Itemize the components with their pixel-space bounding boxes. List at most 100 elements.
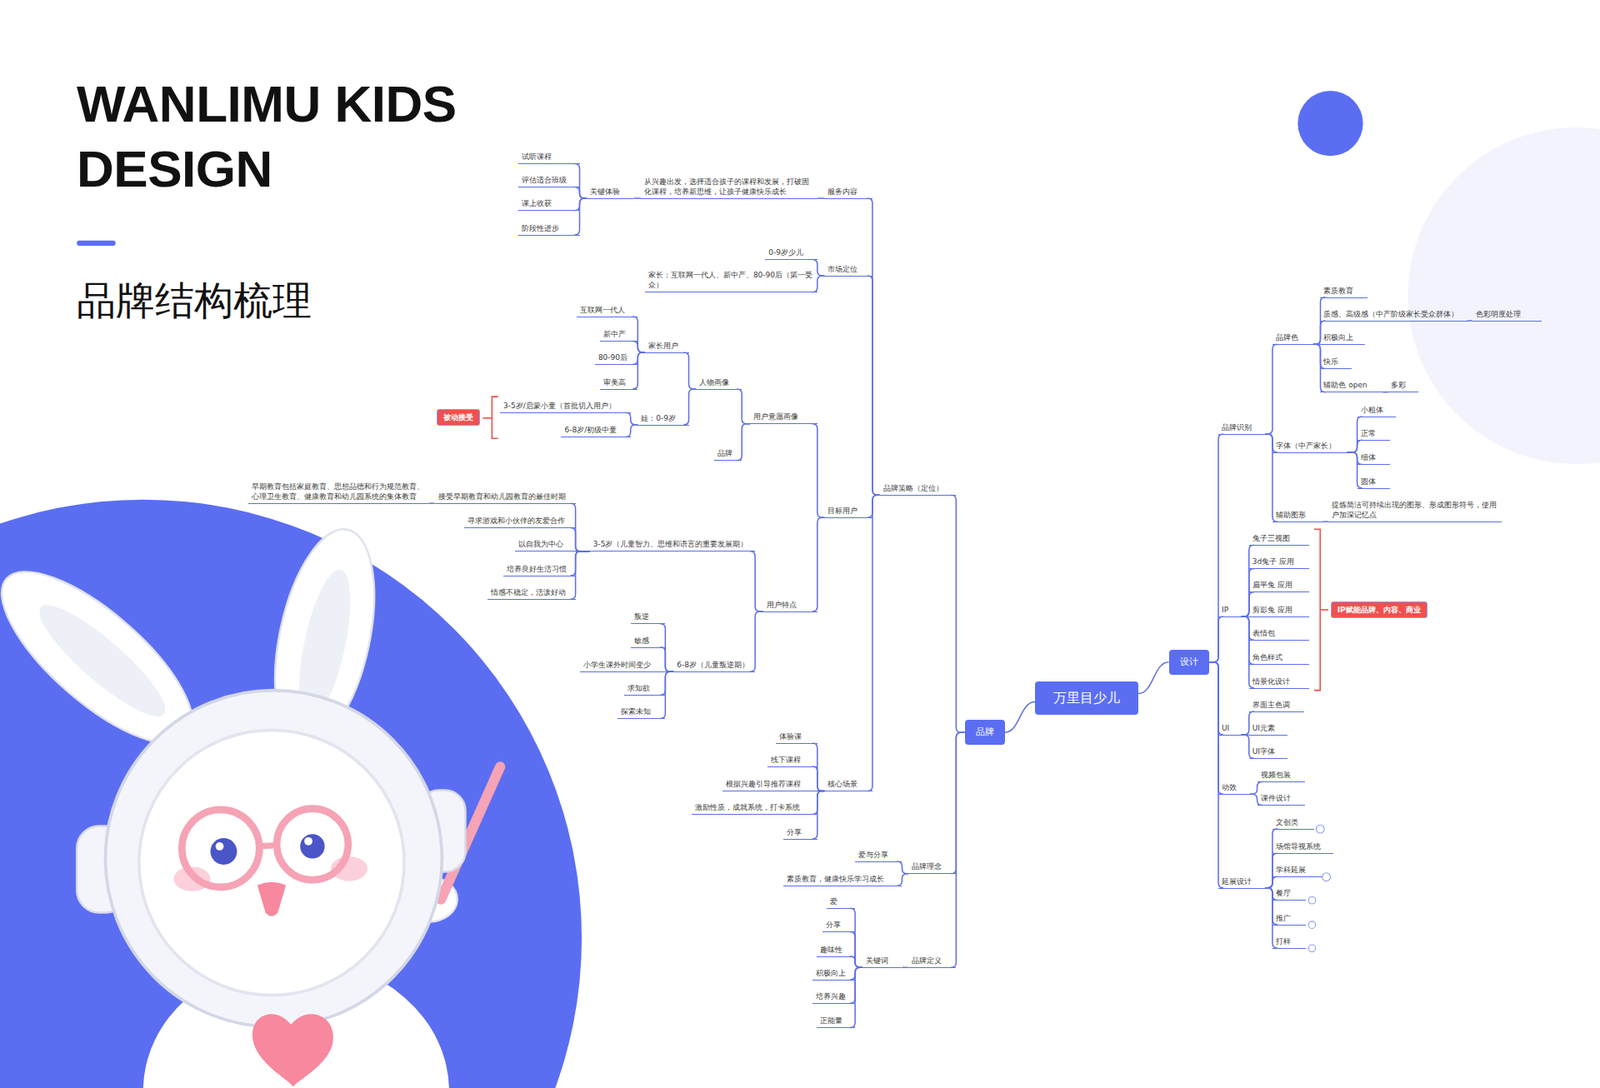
topic-text: 体验课 (779, 732, 802, 741)
branch-connector (950, 732, 965, 968)
rabbit-illustration-part (181, 810, 260, 888)
topic-node: 品牌 (714, 448, 742, 461)
topic-text: 趣味性 (820, 945, 843, 955)
topic-text: 小粗体 (1360, 405, 1384, 415)
branch-connector (1265, 888, 1278, 949)
topic-text: 餐厅 (1275, 889, 1291, 898)
topic-text: 品牌色 (1275, 333, 1299, 342)
topic-text: 品牌 (717, 449, 733, 458)
branch-connector (1265, 876, 1278, 888)
topic-text: 圆体 (1360, 477, 1376, 486)
topic-node: 关键词 (862, 955, 903, 969)
count-badge-part (1308, 921, 1316, 930)
topic-text: 学科延展 (1275, 865, 1306, 875)
topic-text: 爱 (830, 897, 838, 906)
topic-node: 阶段性进步 (518, 223, 580, 236)
branch-connector (1265, 829, 1278, 889)
branch-connector (570, 528, 590, 552)
topic-text: 敏感 (634, 636, 650, 645)
branch-connector (850, 967, 863, 1004)
topic-node: 课件设计 (1257, 793, 1306, 806)
topic-text: IP (1221, 605, 1229, 615)
topic-node: 分享 (783, 827, 817, 840)
branch-connector (867, 495, 880, 518)
branch-connector (1313, 320, 1326, 345)
topic-node: 人物画像 (695, 377, 742, 390)
rabbit-illustration-part (300, 834, 325, 859)
branch-connector (812, 259, 825, 276)
rabbit-illustration-part (215, 842, 225, 851)
topic-text: 品牌理念 (911, 862, 942, 871)
branch-connector (633, 197, 641, 200)
topic-text: IP赋能品牌、内容、商业 (1337, 605, 1421, 615)
topic-text: 积极向上 (1323, 333, 1354, 342)
topic-node: 求知欲 (624, 683, 665, 696)
rabbit-illustration-part (27, 591, 178, 730)
topic-node: 正能量 (816, 1015, 856, 1029)
branch-connector (684, 352, 697, 390)
topic-text: 色彩明度处理 (1475, 310, 1521, 319)
topic-text: 早期教育包括家庭教育、思想品德和行为规范教育、心理卫生教育、健康教育和幼儿园系统… (251, 482, 425, 501)
branch-connector (1265, 434, 1278, 522)
branch-connector (750, 551, 764, 612)
topic-node: 兔子三视图 (1249, 533, 1310, 546)
subtitle-label: 品牌结构梳理 (76, 277, 312, 325)
branch-connector (812, 275, 825, 293)
topic-text: 以自我为中心 (518, 540, 564, 549)
topic-text: 人物画像 (699, 378, 730, 387)
topic-text: 求知欲 (627, 684, 650, 693)
branch-connector (1005, 702, 1035, 734)
branch-connector (1250, 794, 1263, 805)
topic-node: 从兴趣出发，选择适合孩子的课程和发展，打破固化课程，培养新思维，让孩子健康快乐成… (640, 176, 818, 200)
branch-connector (896, 861, 908, 875)
topic-text: 积极向上 (815, 969, 846, 978)
count-badge-part (1308, 945, 1316, 953)
callout-tag: IP赋能品牌、内容、商业 (1330, 601, 1428, 619)
topic-text: 目标用户 (827, 506, 858, 515)
branch-connector (1209, 616, 1225, 663)
topic-node: 3-5岁（儿童智力、思维和语言的重要发展期） (590, 539, 755, 552)
topic-text: 爱与分享 (858, 850, 889, 860)
topic-text: 正常 (1360, 429, 1376, 438)
center-topic: 万里目少儿 (1035, 681, 1139, 715)
background-shapes-part (1407, 127, 1600, 465)
topic-text: 用户意愿画像 (753, 412, 799, 421)
topic-text: 小学生课外时间变少 (583, 660, 651, 670)
topic-node: 6-8岁/初级中童 (560, 425, 630, 438)
topic-node: 字体（中产家长） (1272, 440, 1347, 454)
branch-connector (817, 197, 825, 200)
topic-text: 分享 (786, 828, 802, 837)
branch-connector (850, 931, 863, 968)
topic-node: 细体 (1357, 452, 1390, 465)
topic-node: 积极向上 (1320, 332, 1365, 345)
count-badge-part (1322, 873, 1331, 882)
branch-connector (867, 495, 880, 791)
branch-connector (812, 424, 825, 519)
topic-node: 体验课 (775, 731, 818, 745)
rabbit-illustration-part (258, 845, 277, 847)
topic-node: UI元素 (1249, 723, 1289, 736)
topic-text: 提炼简洁可持续出现的图形、形成图形符号，使用户加深记忆点 (1331, 500, 1497, 520)
branch-connector (1346, 440, 1362, 453)
topic-node: 敏感 (630, 635, 666, 649)
rabbit-illustration-part (139, 730, 405, 995)
topic-text: 视频包装 (1260, 770, 1291, 780)
bracket-part (1314, 529, 1320, 690)
topic-node: 品牌识别 (1218, 422, 1265, 435)
branch-connector (1346, 416, 1362, 453)
topic-node: 以自我为中心 (515, 539, 575, 552)
branch-connector (1313, 344, 1326, 393)
branch-connector (850, 956, 863, 968)
branch-connector (1265, 344, 1278, 435)
branch-connector (575, 163, 588, 199)
topic-text: 动效 (1221, 783, 1237, 792)
topic-text: 课件设计 (1260, 794, 1291, 803)
branch-connector (1209, 662, 1225, 795)
topic-node: 培养兴趣 (812, 991, 855, 1005)
topic-node: 素质教育 (1320, 285, 1367, 299)
topic-node: 推广 (1272, 913, 1306, 926)
topic-node: 品牌定义 (908, 955, 957, 969)
topic-node: 餐厅 (1272, 888, 1306, 901)
topic-text: 延展设计 (1221, 877, 1252, 886)
topic-text: 辅助色 open (1323, 380, 1367, 390)
